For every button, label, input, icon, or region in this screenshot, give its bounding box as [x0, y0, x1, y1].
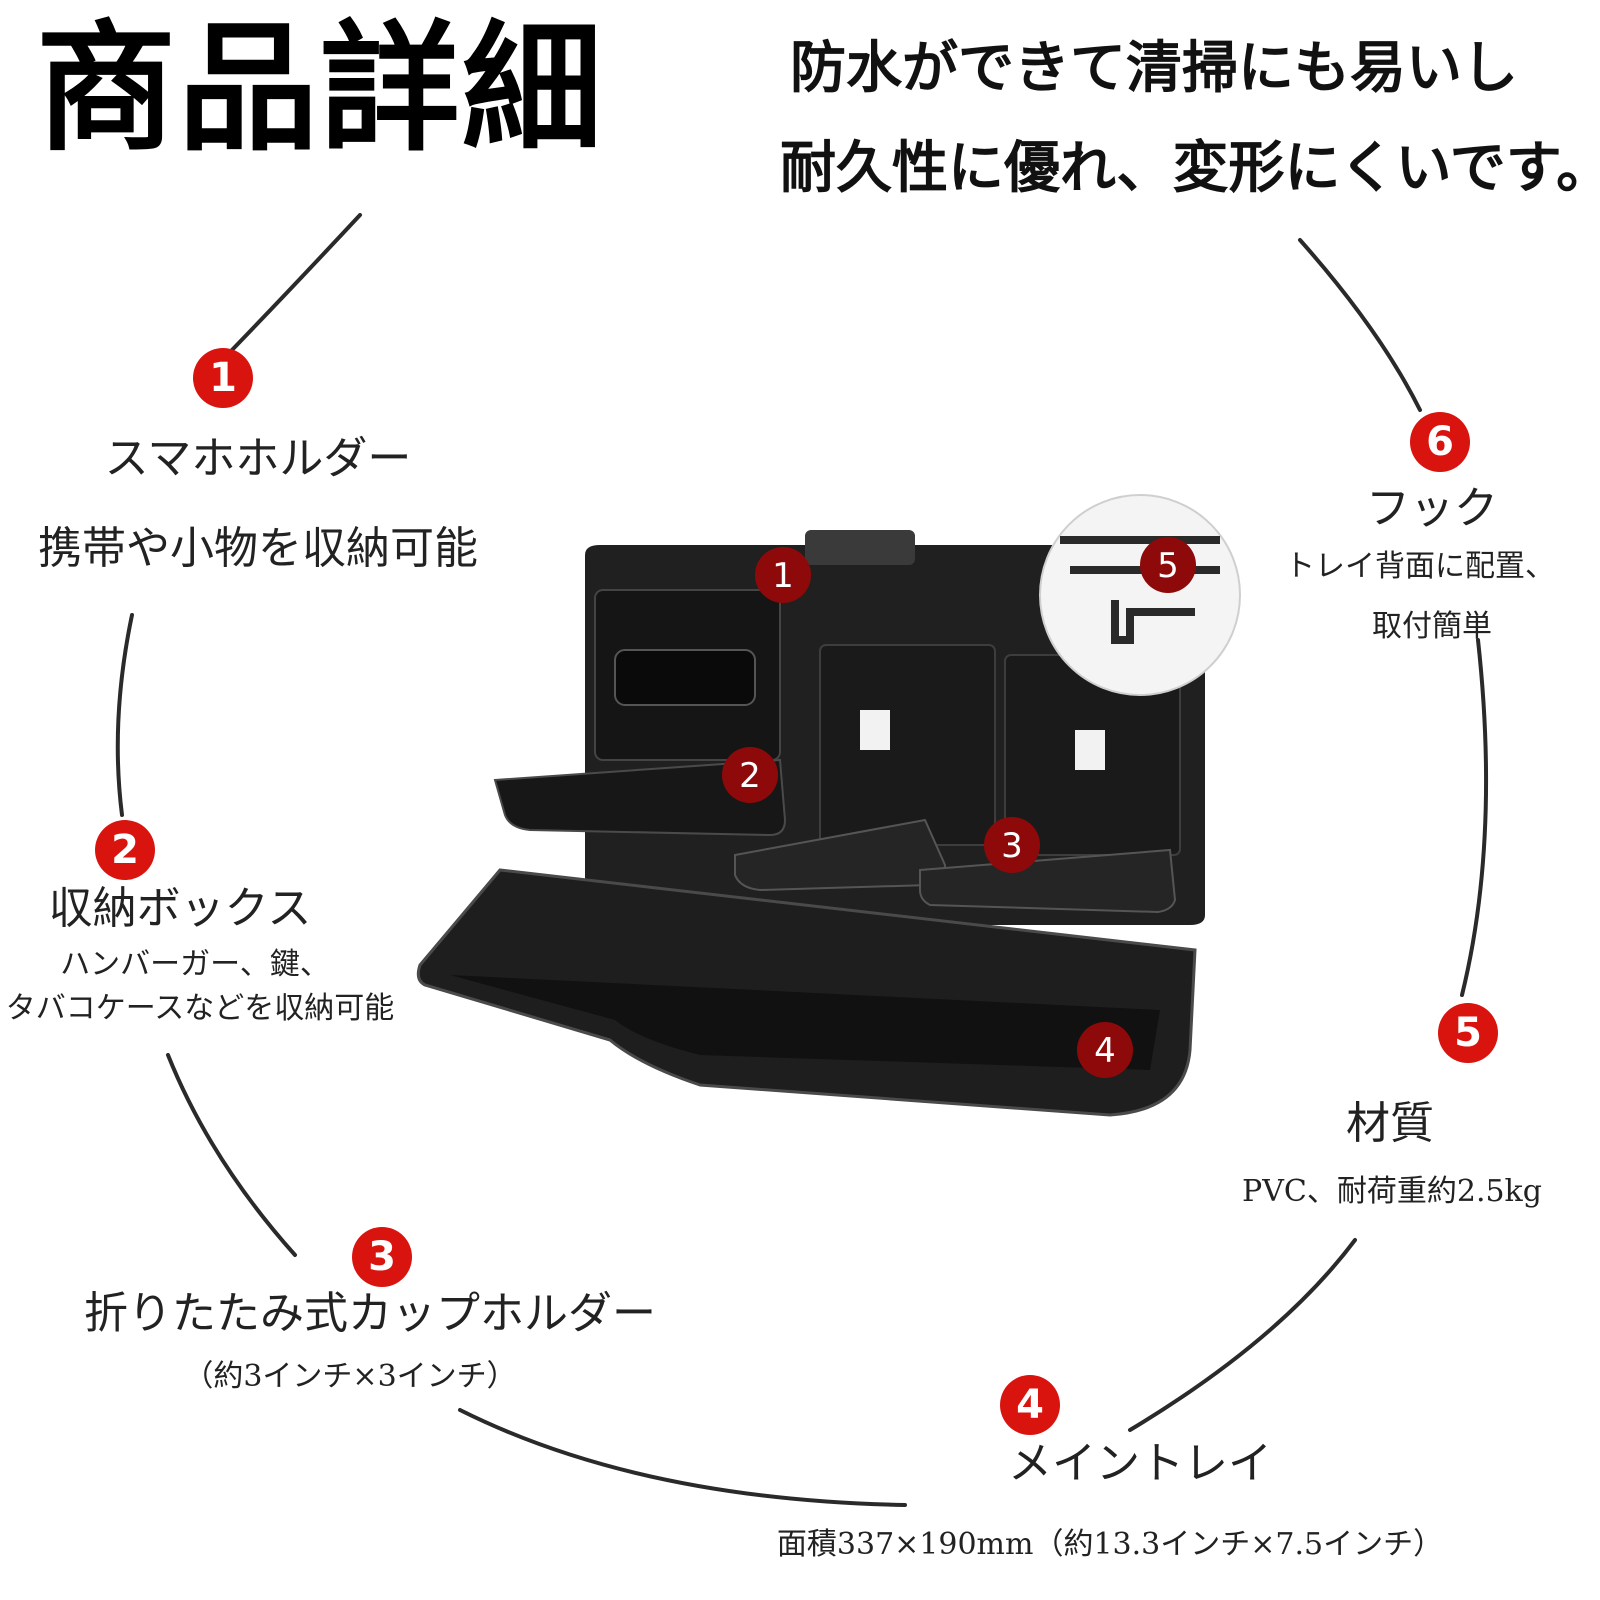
- arc-1: [230, 213, 362, 352]
- tagline-line-1: 防水ができて清掃にも易いし: [790, 35, 1518, 101]
- product-marker-label-1: 1: [772, 556, 794, 596]
- arc-3: [166, 1053, 297, 1257]
- hook-zoom-inset: [1039, 494, 1241, 696]
- arc-5: [1128, 1238, 1357, 1432]
- feature-6-name: フック: [1366, 483, 1498, 534]
- feature-1-badge: 1: [193, 348, 253, 408]
- product-marker-label-4: 4: [1094, 1031, 1116, 1071]
- feature-2-desc-2: タバコケースなどを収納可能: [5, 991, 395, 1026]
- frame-slot-right: [1075, 730, 1105, 770]
- cup-tray-right: [919, 848, 1177, 914]
- connector-arcs: [115, 213, 1489, 1507]
- arc-6: [1460, 638, 1489, 997]
- feature-6-desc-1: トレイ背面に配置、: [1285, 549, 1555, 584]
- product-marker-4: [1077, 1022, 1133, 1078]
- main-tray-inner: [450, 975, 1160, 1070]
- feature-6-badge: 6: [1410, 412, 1470, 472]
- product-markers: [722, 537, 1196, 1078]
- product-marker-2: [722, 747, 778, 803]
- storage-box: [493, 758, 787, 837]
- feature-4-badge: 4: [1000, 1375, 1060, 1435]
- product-marker-label-2: 2: [739, 756, 761, 796]
- page-title: 商品詳細: [36, 8, 605, 171]
- feature-2-badge: 2: [95, 820, 155, 880]
- product-marker-label-5: 5: [1157, 546, 1179, 586]
- feature-1-name: スマホホルダー: [104, 433, 412, 484]
- feature-6-desc-2: 取付簡単: [1372, 609, 1492, 644]
- product-marker-labels: 1 2 3 4 5: [739, 546, 1179, 1071]
- feature-2-desc-1: ハンバーガー、鍵、: [60, 947, 330, 982]
- feature-2-name: 収納ボックス: [48, 883, 312, 934]
- feature-5-name: 材質: [1346, 1098, 1434, 1149]
- frame-slot-left: [860, 710, 890, 750]
- feature-3-badge: 3: [352, 1227, 412, 1287]
- feature-4-name: メイントレイ: [1008, 1438, 1272, 1489]
- phone-slot: [614, 649, 756, 706]
- feature-3-name: 折りたたみ式カップホルダー: [84, 1288, 656, 1339]
- product-marker-3: [984, 817, 1040, 873]
- feature-5-desc: PVC、耐荷重約2.5kg: [1242, 1174, 1542, 1209]
- arc-4: [458, 1408, 907, 1507]
- tagline-line-2: 耐久性に優れ、変形にくいです。: [780, 135, 1600, 201]
- feature-1-desc: 携帯や小物を収納可能: [38, 523, 478, 574]
- product-marker-5: [1140, 537, 1196, 593]
- arc-7: [1298, 238, 1422, 412]
- feature-3-desc: （約3インチ×3インチ）: [183, 1359, 517, 1394]
- product-marker-1: [755, 547, 811, 603]
- feature-4-desc: 面積337×190mm（約13.3インチ×7.5インチ）: [776, 1527, 1444, 1562]
- cup-frame-left: [819, 644, 996, 846]
- product-tray-image: 1 2 3 4 5: [416, 494, 1241, 1117]
- top-clip: [805, 530, 915, 565]
- product-marker-label-3: 3: [1001, 826, 1023, 866]
- arc-2: [115, 613, 134, 817]
- feature-5-badge: 5: [1438, 1003, 1498, 1063]
